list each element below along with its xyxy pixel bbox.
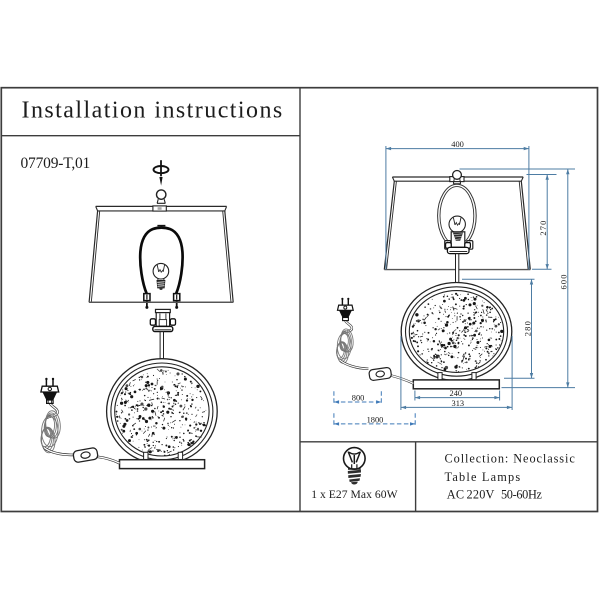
- svg-text:240: 240: [450, 389, 463, 398]
- svg-text:600: 600: [560, 273, 569, 289]
- svg-text:Table Lamps: Table Lamps: [445, 470, 522, 484]
- svg-text:Collection: Neoclassic: Collection: Neoclassic: [445, 451, 576, 465]
- svg-text:400: 400: [451, 140, 464, 149]
- svg-text:280: 280: [523, 320, 532, 336]
- svg-text:1800: 1800: [367, 415, 384, 424]
- svg-text:270: 270: [539, 219, 548, 235]
- svg-text:07709-T,01: 07709-T,01: [21, 155, 91, 172]
- svg-text:50-60Hz: 50-60Hz: [501, 488, 542, 502]
- svg-text:220V: 220V: [467, 488, 495, 502]
- svg-text:Installation instructions: Installation instructions: [22, 97, 284, 123]
- svg-text:313: 313: [452, 399, 465, 408]
- svg-text:800: 800: [352, 393, 365, 402]
- svg-text:AC: AC: [447, 488, 464, 502]
- svg-text:1 x E27 Max 60W: 1 x E27 Max 60W: [311, 488, 397, 501]
